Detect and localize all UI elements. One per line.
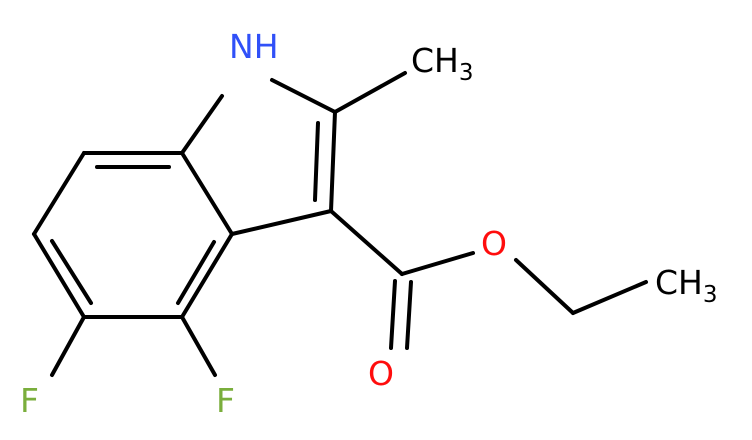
bonds (32, 71, 648, 377)
bond-c5-f (50, 315, 86, 377)
bond-c3-ccarbonyl (329, 209, 404, 276)
bond-ccarbonyl-oester (400, 251, 475, 276)
bond-c2-methyl (333, 71, 407, 114)
bond-c3a-c7a (180, 151, 234, 236)
bond-c7-c6 (32, 151, 86, 236)
bond-ch2-ch3 (571, 280, 648, 315)
bond-c4-c3a (180, 232, 234, 319)
bond-c6-c5 (32, 232, 86, 319)
methyl-label: CH3 (411, 41, 474, 86)
atom-labels: NH CH3 O O CH3 F F (20, 27, 718, 420)
bond-c4-f (180, 315, 217, 377)
bond-ccarbonyl-ocarbonyl-b (405, 280, 413, 350)
bond-ccarbonyl-ocarbonyl-a (389, 279, 397, 350)
fluorine-left-label: F (20, 381, 39, 420)
bond-c2-c3-inner (313, 121, 320, 202)
bond-c6-c5-inner (50, 239, 93, 305)
ethyl-methyl-label: CH3 (655, 263, 718, 308)
fluorine-right-label: F (216, 381, 235, 420)
bond-c4-c3a-inner (176, 240, 216, 305)
carbonyl-oxygen-label: O (368, 354, 394, 393)
bond-oester-ch2 (514, 258, 575, 315)
nh-label: NH (229, 27, 279, 66)
bond-c2-c3 (329, 110, 337, 213)
bond-n1-c2 (270, 78, 337, 114)
ester-oxygen-label: O (481, 224, 507, 263)
bond-c3-c3a (230, 209, 333, 236)
bond-c7a-n1 (180, 94, 224, 155)
